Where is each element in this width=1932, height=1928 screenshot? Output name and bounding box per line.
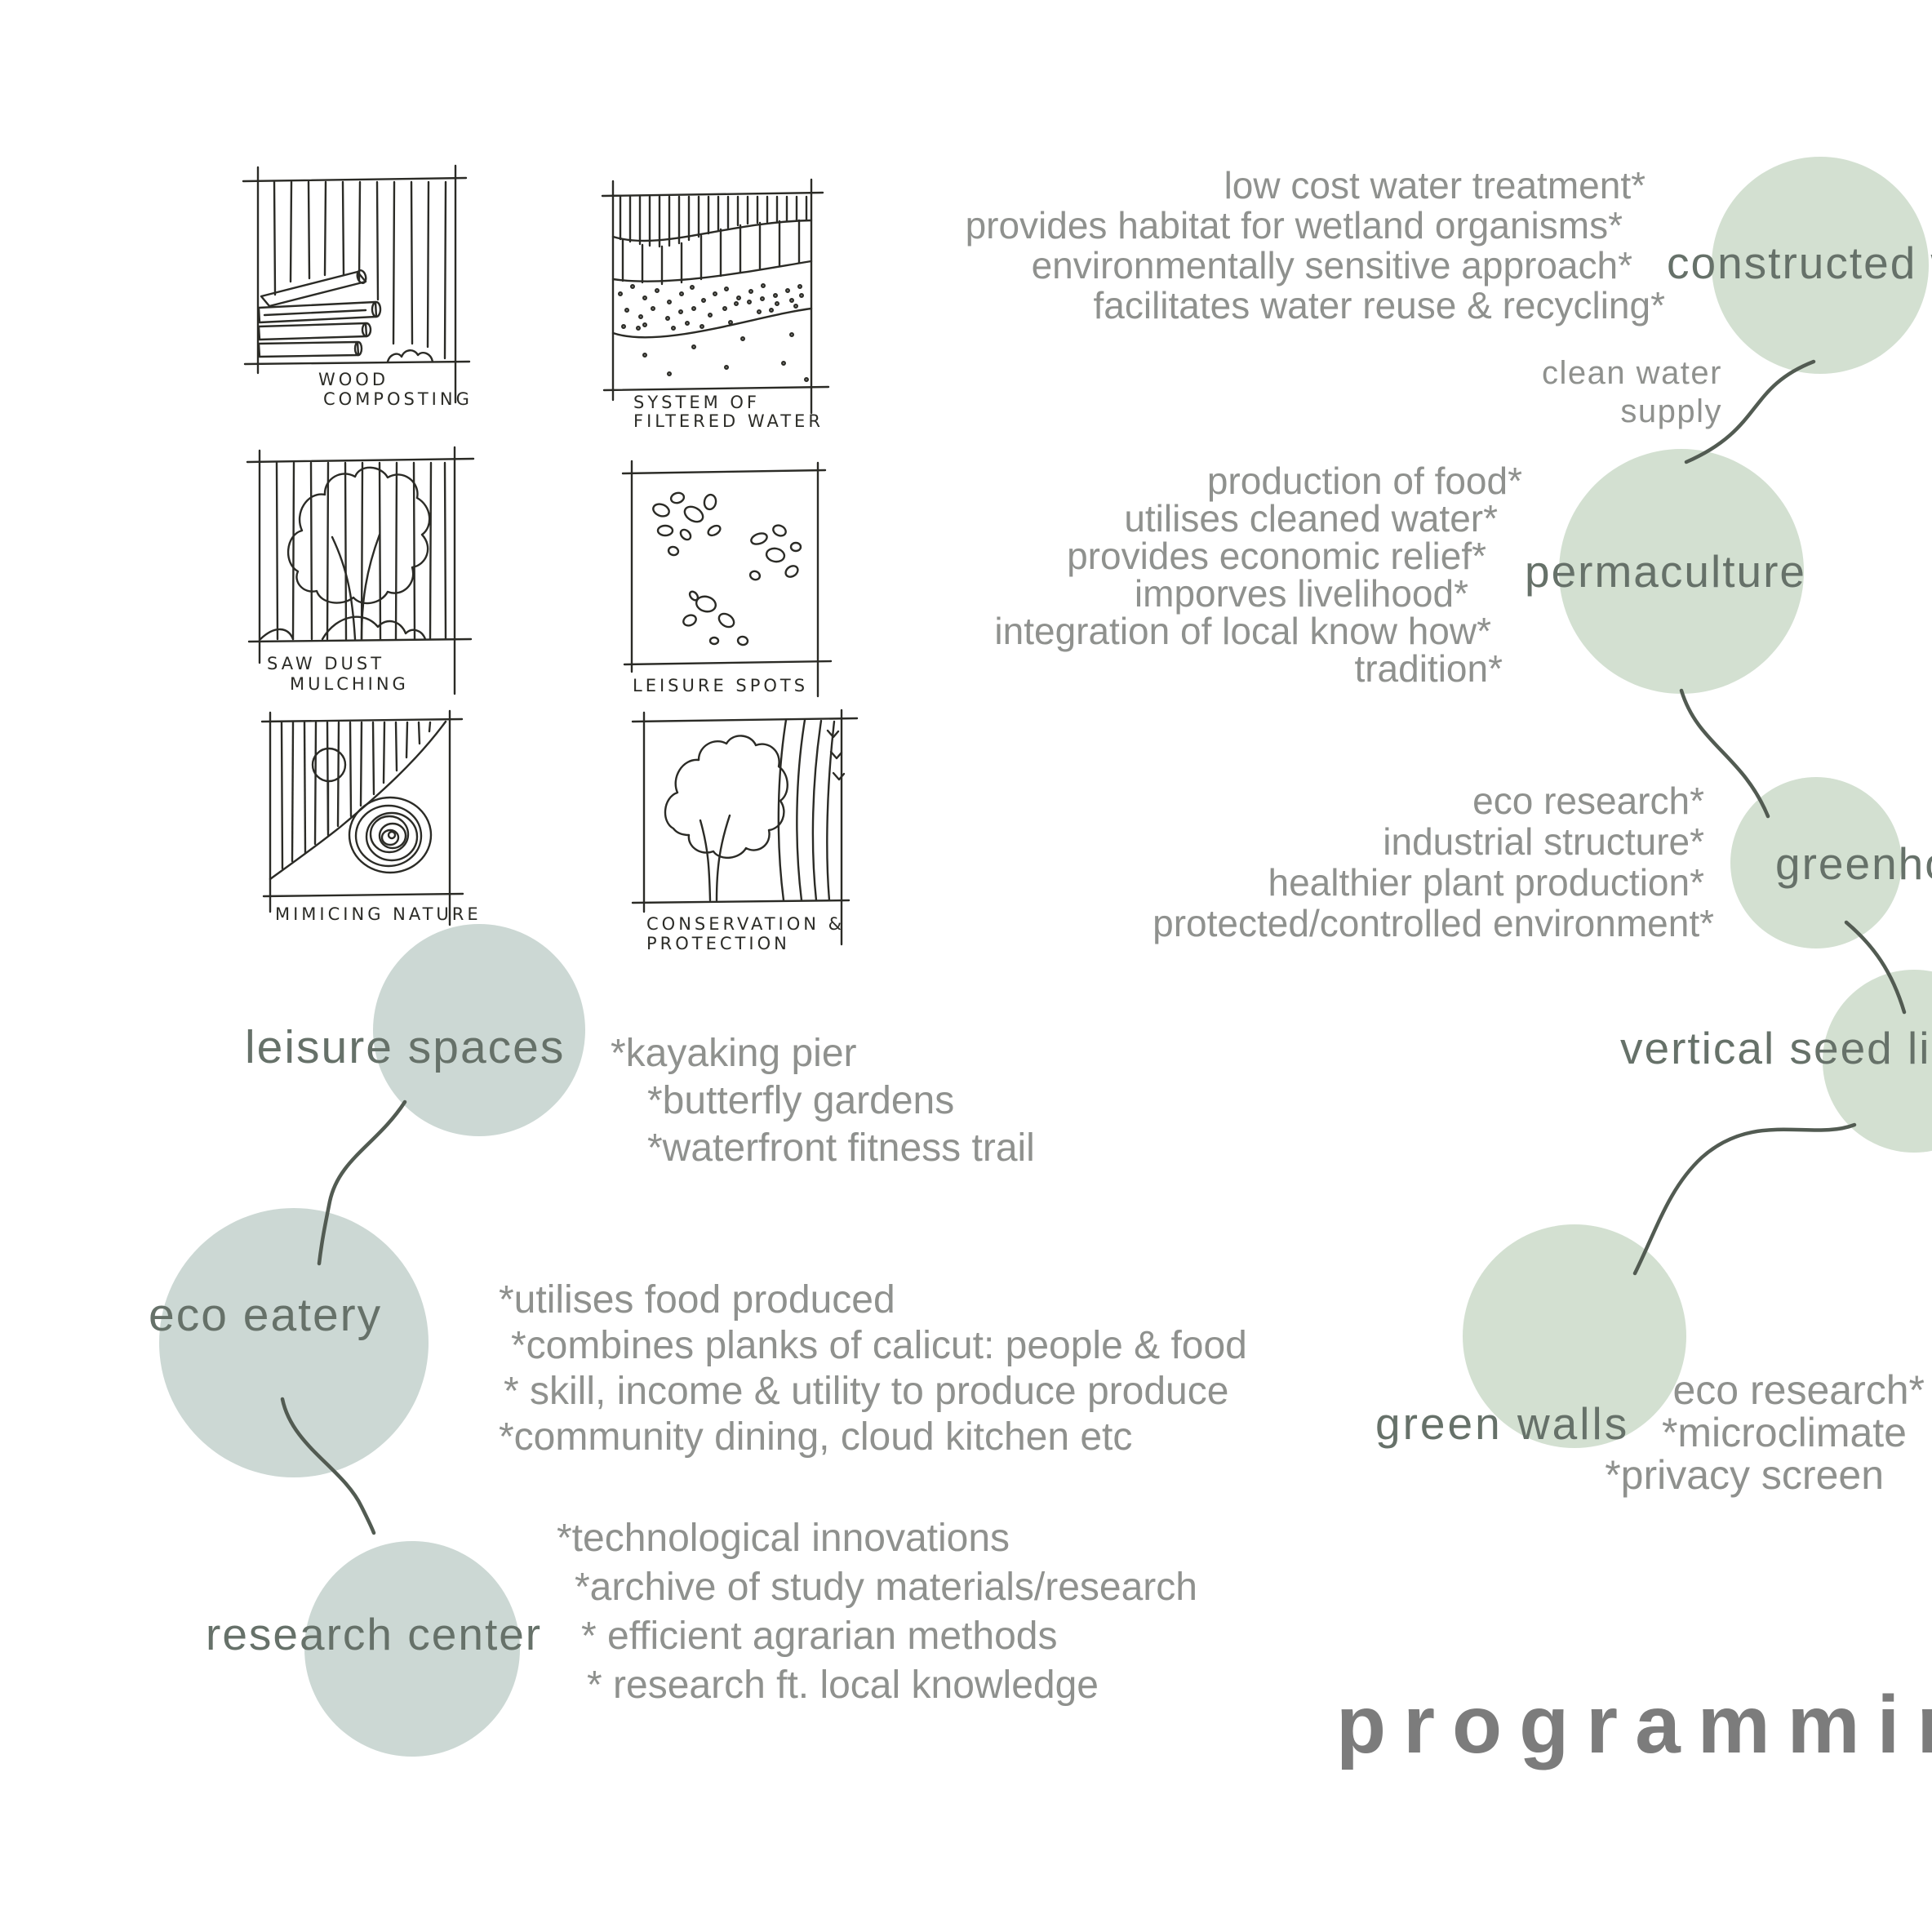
- permaculture-notes: production of food* utilises cleaned wat…: [788, 462, 1522, 687]
- eco-eatery-label: eco eatery: [149, 1289, 383, 1341]
- saw-dust-label-line1: SAW DUST: [267, 654, 384, 673]
- note-line: protected/controlled environment*: [1153, 902, 1714, 944]
- note-line: *privacy screen: [1605, 1452, 1884, 1498]
- filtered-water-sketch: SYSTEM OF FILTERED WATER: [601, 178, 830, 431]
- filtered-water-label-line1: SYSTEM OF: [633, 393, 760, 412]
- permaculture-label: permaculture: [1525, 546, 1806, 597]
- constructed-wetland-notes: low cost water treatment* provides habit…: [849, 166, 1665, 326]
- note-line: *utilises food produced: [499, 1278, 895, 1322]
- greenhouse-notes: eco research* industrial structure* heal…: [816, 780, 1714, 944]
- saw-dust-mulching-sketch: SAW DUST MULCHING: [246, 446, 475, 695]
- note-line: *butterfly gardens: [647, 1079, 955, 1122]
- connector-wetland-permaculture: [1684, 359, 1816, 464]
- note-line: *waterfront fitness trail: [647, 1126, 1035, 1170]
- permaculture-circle: [1559, 449, 1804, 694]
- leisure-spots-label-line1: LEISURE SPOTS: [633, 676, 808, 695]
- clean-water-line1: clean water: [1541, 355, 1722, 391]
- note-line: low cost water treatment*: [1224, 164, 1646, 207]
- wood-composting-sketch: WOOD COMPOSTING: [242, 164, 473, 409]
- note-line: * efficient agrarian methods: [581, 1615, 1058, 1658]
- wood-composting-label-line2: COMPOSTING: [323, 389, 473, 409]
- note-line: utilises cleaned water*: [1124, 497, 1498, 540]
- connector-greenhouse-seedlibrary: [1844, 920, 1907, 1015]
- green-walls-circle: [1463, 1224, 1686, 1448]
- conservation-label-line2: PROTECTION: [646, 934, 790, 953]
- leisure-spaces-circle: [373, 924, 585, 1136]
- saw-dust-label-line2: MULCHING: [290, 674, 409, 694]
- note-line: environmentally sensitive approach*: [1031, 244, 1632, 287]
- note-line: imporves livelihood*: [1134, 572, 1468, 615]
- green-walls-notes: eco research* *microclimate *privacy scr…: [1353, 1369, 1925, 1496]
- note-line: *combines planks of calicut: people & fo…: [511, 1324, 1247, 1367]
- note-line: healthier plant production*: [1268, 861, 1704, 904]
- page-title: programming: [1336, 1679, 1932, 1770]
- wood-composting-label-line1: WOOD: [318, 370, 389, 389]
- constructed-wetland-label: constructed wetland: [1667, 238, 1932, 288]
- clean-water-supply-label: clean water supply: [1396, 354, 1722, 431]
- research-center-circle: [304, 1541, 520, 1757]
- green-walls-label: green walls: [1375, 1398, 1630, 1449]
- leisure-spaces-label: leisure spaces: [245, 1021, 566, 1073]
- note-line: eco research*: [1672, 1367, 1925, 1413]
- note-line: industrial structure*: [1383, 820, 1704, 863]
- connector-permaculture-greenhouse: [1679, 688, 1770, 819]
- greenhouse-circle: [1730, 777, 1902, 948]
- eco-eatery-notes: *utilises food produced *combines planks…: [499, 1277, 1247, 1460]
- leisure-spots-sketch: LEISURE SPOTS: [621, 460, 833, 698]
- note-line: *kayaking pier: [611, 1032, 857, 1075]
- research-center-notes: *technological innovations *archive of s…: [557, 1514, 1197, 1710]
- note-line: integration of local know how*: [994, 610, 1491, 652]
- note-line: tradition*: [1354, 647, 1503, 690]
- constructed-wetland-circle: [1712, 157, 1929, 374]
- connector-ecoeatery-research: [280, 1397, 376, 1535]
- note-line: production of food*: [1206, 460, 1522, 502]
- clean-water-line2: supply: [1620, 393, 1722, 429]
- conservation-label-line1: CONSERVATION &: [646, 914, 845, 934]
- mimicing-nature-label-line1: MIMICING NATURE: [275, 904, 482, 924]
- eco-eatery-circle: [159, 1208, 429, 1477]
- note-line: *microclimate: [1661, 1410, 1907, 1455]
- connector-leisure-ecoeatery: [317, 1099, 407, 1266]
- note-line: * research ft. local knowledge: [587, 1664, 1099, 1707]
- note-line: provides habitat for wetland organisms*: [965, 204, 1623, 247]
- conservation-protection-sketch: CONSERVATION & PROTECTION: [631, 709, 859, 953]
- mimicing-nature-sketch: MIMICING NATURE: [260, 709, 478, 926]
- note-line: * skill, income & utility to produce pro…: [504, 1370, 1229, 1413]
- note-line: *technological innovations: [557, 1517, 1010, 1560]
- vertical-seed-library-label: vertical seed library: [1620, 1023, 1932, 1073]
- leisure-spaces-notes: *kayaking pier *butterfly gardens *water…: [611, 1030, 1035, 1172]
- connector-seedlibrary-greenwalls: [1632, 1122, 1857, 1276]
- note-line: *archive of study materials/research: [575, 1566, 1197, 1609]
- research-center-label: research center: [206, 1609, 543, 1659]
- note-line: eco research*: [1472, 780, 1704, 822]
- note-line: *community dining, cloud kitchen etc: [499, 1415, 1133, 1459]
- note-line: facilitates water reuse & recycling*: [1093, 284, 1665, 327]
- note-line: provides economic relief*: [1067, 535, 1486, 577]
- greenhouse-label: greenhouse: [1775, 838, 1932, 889]
- filtered-water-label-line2: FILTERED WATER: [633, 411, 824, 431]
